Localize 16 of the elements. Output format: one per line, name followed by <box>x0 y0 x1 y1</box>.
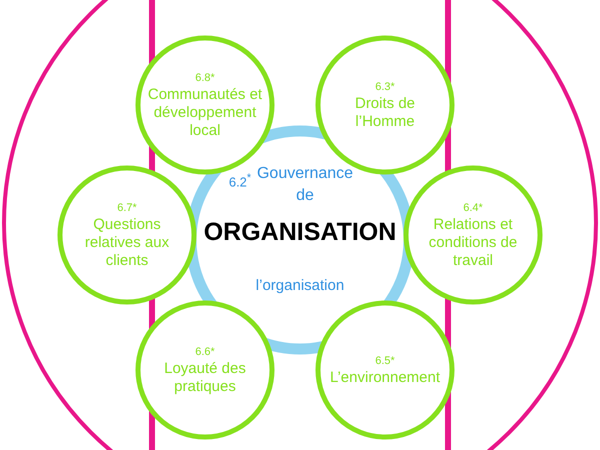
topic-label: Questions relatives aux clients <box>84 216 170 270</box>
section-number: 6.4* <box>463 201 483 216</box>
topic-label: Droits de l’Homme <box>354 95 416 131</box>
section-number: 6.7* <box>117 201 137 216</box>
title-text: l’organisation <box>254 276 346 296</box>
section-number: 6.5* <box>375 354 395 369</box>
topic-label: Communautés et développement local <box>146 86 264 140</box>
section-number: 6.3* <box>375 80 395 95</box>
topic-label: L’environnement <box>330 369 440 387</box>
section-number: 6.2$^{*}$ <box>228 171 252 192</box>
section-number: 6.6* <box>195 345 215 360</box>
topic-label: Relations et conditions de travail <box>428 216 518 270</box>
title-text: Gouvernance de <box>256 164 354 206</box>
topic-label: Loyauté des pratiques <box>163 360 247 396</box>
central-title: ORGANISATION <box>202 221 398 243</box>
section-number: 6.8* <box>195 71 215 86</box>
